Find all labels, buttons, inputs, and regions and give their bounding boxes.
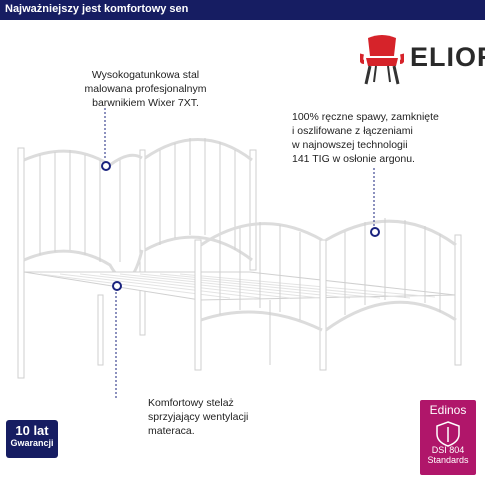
callout-line: malowana profesjonalnym xyxy=(84,83,207,95)
callout-marker-paint xyxy=(101,161,111,171)
red-chair-icon xyxy=(360,35,404,85)
callout-slats: Komfortowy stelaż sprzyjający wentylacji… xyxy=(148,396,248,438)
callout-line: Komfortowy stelaż xyxy=(148,397,234,409)
callout-line: 141 TIG w osłonie argonu. xyxy=(292,153,415,165)
callout-line: i oszlifowane z łączeniami xyxy=(292,125,413,137)
edinos-standards-badge: Edinos DSI 804 Standards xyxy=(420,400,476,475)
tagline-bar: Najważniejszy jest komfortowy sen xyxy=(0,0,485,20)
callout-marker-weld xyxy=(370,227,380,237)
callout-line: Wysokogatunkowa stal xyxy=(91,69,200,81)
callout-weld: 100% ręczne spawy, zamknięte i oszlifowa… xyxy=(292,110,439,166)
edinos-code: DSI 804 xyxy=(431,445,465,455)
callout-line: barwnikiem Wixer 7XT. xyxy=(92,97,199,109)
brand-name: ELIOR xyxy=(410,42,485,72)
callout-paint: Wysokogatunkowa stal malowana profesjona… xyxy=(58,68,233,110)
callout-marker-slats xyxy=(112,281,122,291)
callout-line: 100% ręczne spawy, zamknięte xyxy=(292,111,439,123)
warranty-badge: 10 lat Gwarancji xyxy=(6,420,58,458)
warranty-years: 10 lat xyxy=(15,423,49,438)
callout-line: w najnowszej technologii xyxy=(292,139,408,151)
callout-line: materaca. xyxy=(148,425,195,437)
warranty-label: Gwarancji xyxy=(10,438,54,448)
edinos-standards: Standards xyxy=(427,455,469,465)
edinos-title: Edinos xyxy=(429,403,467,417)
shield-icon xyxy=(436,421,460,447)
tagline-text: Najważniejszy jest komfortowy sen xyxy=(5,3,189,15)
brand-logo: ELIOR xyxy=(360,32,485,90)
callout-line: sprzyjający wentylacji xyxy=(148,411,249,423)
